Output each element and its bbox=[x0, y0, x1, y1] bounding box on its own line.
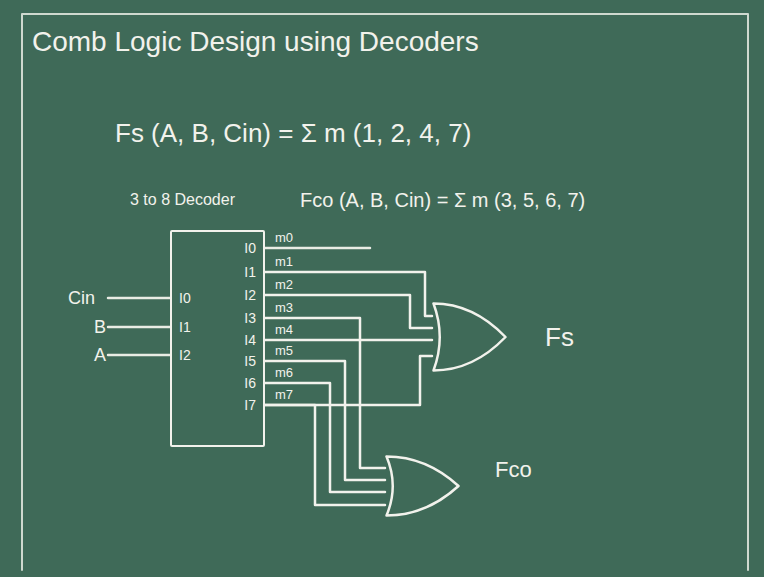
decoder-output-wire bbox=[265, 383, 385, 492]
board-label: A bbox=[94, 346, 106, 364]
input-wire bbox=[108, 326, 170, 329]
board-label: Fco (A, B, Cin) = Σ m (3, 5, 6, 7) bbox=[300, 190, 585, 210]
output-name: Fs bbox=[545, 324, 574, 350]
minterm-label: m4 bbox=[275, 323, 293, 336]
minterm-label: m6 bbox=[275, 366, 293, 379]
decoder-output-wire bbox=[265, 356, 432, 405]
pin-name: I3 bbox=[244, 311, 256, 325]
minterm-label: m3 bbox=[275, 301, 293, 314]
decoder-output-wire bbox=[265, 405, 385, 505]
board-label: B bbox=[94, 318, 106, 336]
or-gate-shape bbox=[432, 302, 507, 372]
or-gate: Fs bbox=[432, 302, 578, 372]
board-title: Comb Logic Design using Decoders bbox=[32, 28, 479, 56]
output-wire bbox=[265, 247, 370, 250]
pin-name: I1 bbox=[179, 320, 191, 334]
input-wire bbox=[108, 297, 170, 300]
pin-name: I5 bbox=[244, 354, 256, 368]
output-name: Fco bbox=[495, 459, 532, 481]
board-frame bbox=[22, 14, 748, 570]
pin-name: I2 bbox=[179, 348, 191, 362]
minterm-label: m5 bbox=[275, 344, 293, 357]
pin-name: I7 bbox=[244, 398, 256, 412]
pin-name: I2 bbox=[244, 288, 256, 302]
minterm-label: m1 bbox=[275, 255, 293, 268]
decoder-output-wire bbox=[265, 339, 432, 342]
board-label: Cin bbox=[68, 289, 95, 307]
decoder-output-wire bbox=[265, 318, 385, 468]
or-gate: Fco bbox=[385, 455, 536, 517]
decoder-box: 3 to 8 DecoderI0I1I2I0I1I2I3I4I5I6I7 bbox=[170, 230, 265, 447]
decoder-title: 3 to 8 Decoder bbox=[130, 192, 235, 208]
or-gate-shape bbox=[385, 455, 460, 517]
pin-name: I6 bbox=[244, 376, 256, 390]
pin-name: I4 bbox=[244, 333, 256, 347]
pin-name: I0 bbox=[244, 241, 256, 255]
pin-name: I1 bbox=[244, 265, 256, 279]
or-gate-outline bbox=[387, 457, 459, 516]
board-label: m0 bbox=[275, 231, 293, 244]
or-gate-outline bbox=[434, 304, 506, 371]
minterm-label: m7 bbox=[275, 388, 293, 401]
minterm-label: m2 bbox=[275, 278, 293, 291]
decoder-output-wire bbox=[265, 361, 385, 480]
board-label: Fs (A, B, Cin) = Σ m (1, 2, 4, 7) bbox=[115, 120, 471, 146]
input-wire bbox=[108, 354, 170, 357]
pin-name: I0 bbox=[179, 291, 191, 305]
